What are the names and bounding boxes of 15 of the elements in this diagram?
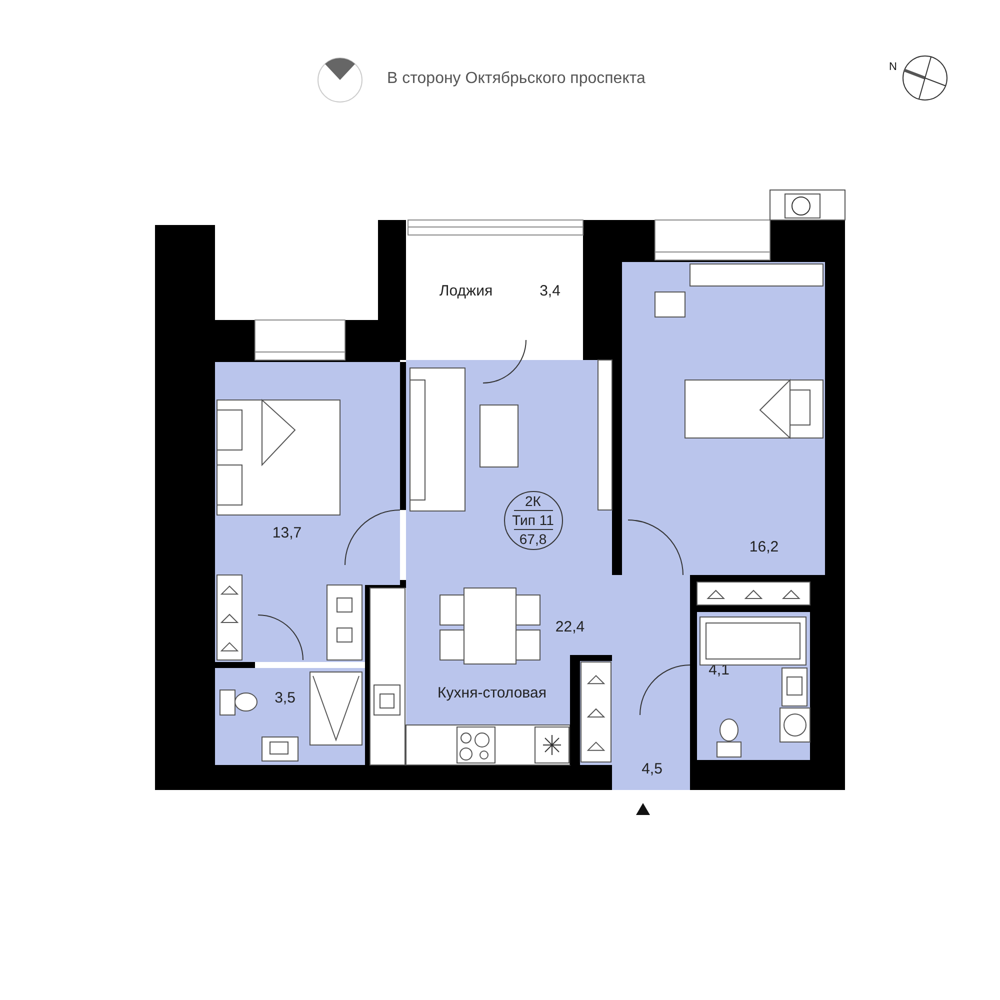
hallway-area — [612, 575, 690, 790]
room-area-value: 3,5 — [274, 690, 296, 706]
room-area-value: 4,5 — [642, 762, 662, 776]
apartment-info-text: 2К — [525, 494, 541, 508]
room-name: Кухня-столовая — [438, 686, 546, 700]
apartment-info-text: 67,8 — [519, 532, 547, 546]
room-area-value: 16,2 — [749, 540, 779, 554]
direction-caption: В сторону Октябрьского проспекта — [387, 70, 646, 88]
room-area-value: 13,7 — [272, 526, 302, 540]
apartment-type-circle — [504, 491, 563, 550]
north-label: N — [889, 61, 897, 73]
apartment-info-text: Тип 11 — [512, 513, 554, 527]
room-area-value: 22,4 — [555, 620, 585, 634]
room-area-value: 3,4 — [540, 284, 560, 298]
room-name: Лоджия — [439, 284, 493, 298]
